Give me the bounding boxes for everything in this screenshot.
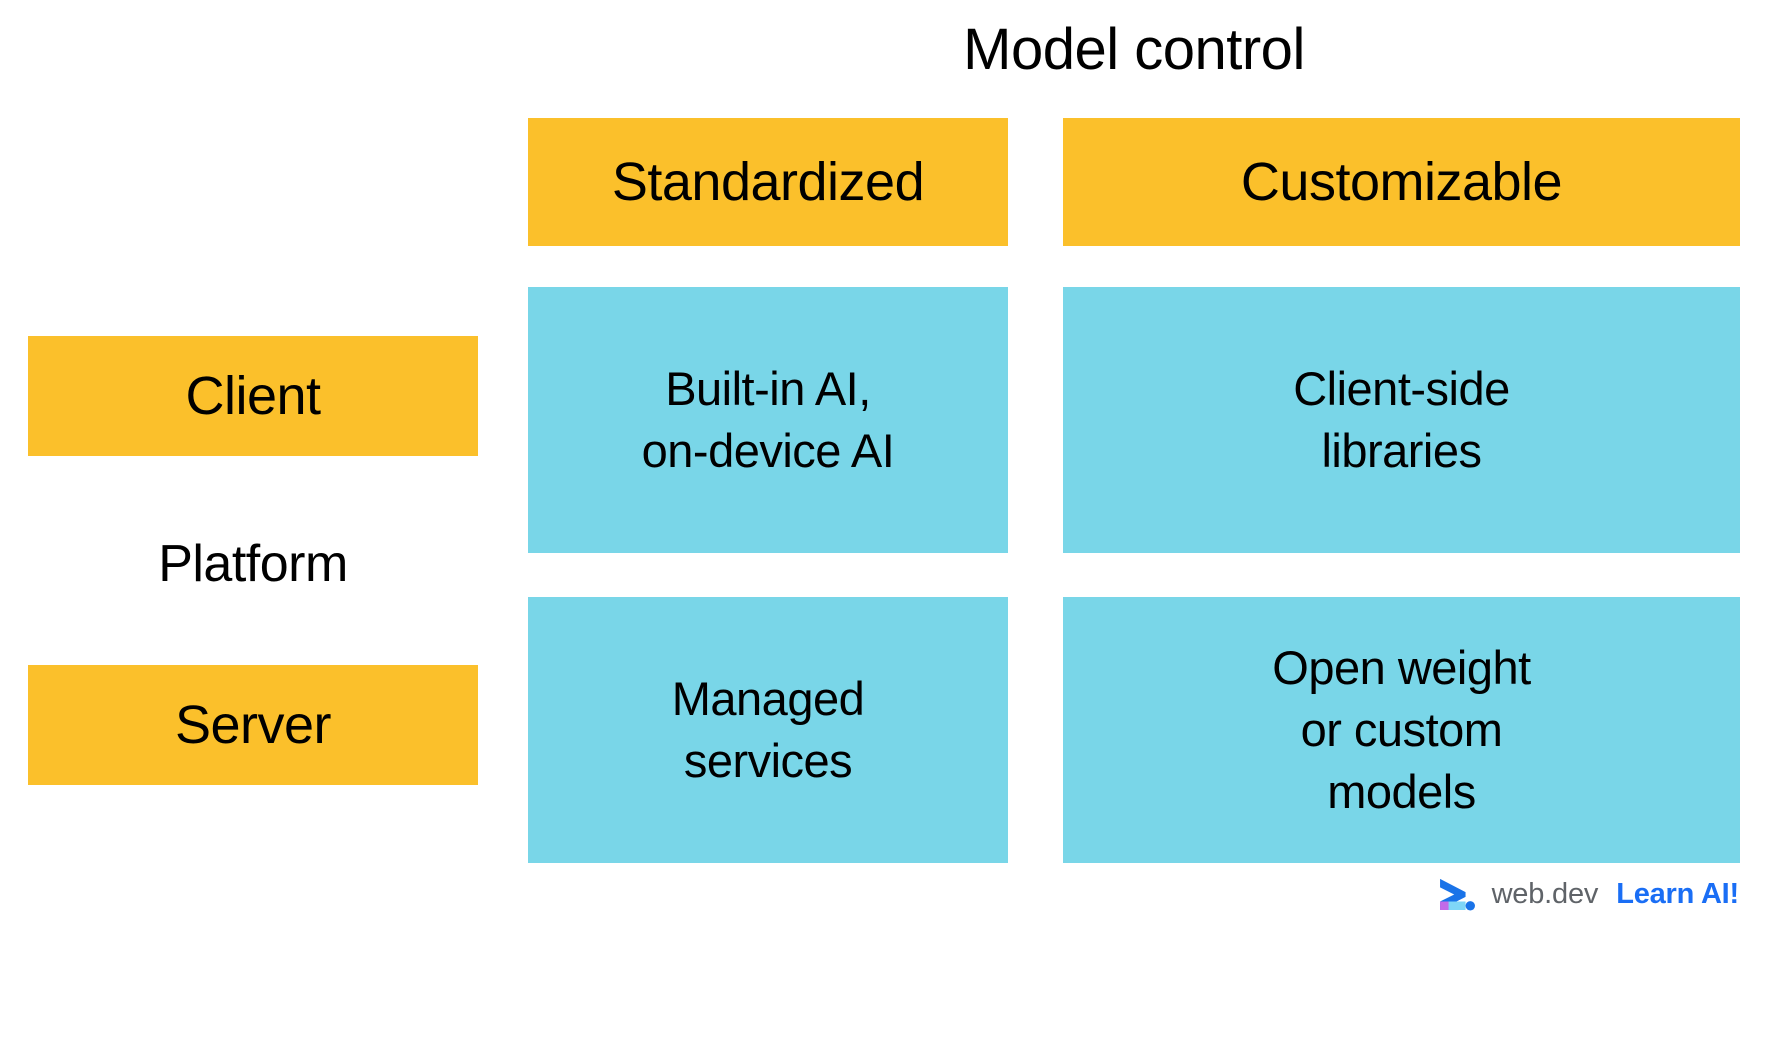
column-header-label: Customizable xyxy=(1240,152,1563,212)
matrix-cell-text: Open weight or custom models xyxy=(1260,637,1542,823)
matrix-cell-text: Built-in AI, on-device AI xyxy=(630,358,907,482)
matrix-cell-server-customizable: Open weight or custom models xyxy=(1063,597,1740,863)
column-header-customizable: Customizable xyxy=(1063,118,1740,246)
matrix-cell-text: Client-side libraries xyxy=(1281,358,1522,482)
matrix-cell-line: Built-in AI, xyxy=(665,362,871,415)
brand-wordmark: web.dev xyxy=(1491,878,1599,910)
column-header-label: Standardized xyxy=(611,152,925,212)
row-axis-label: Platform xyxy=(158,535,348,593)
page-title: Model control xyxy=(963,17,1305,82)
matrix-cell-line: services xyxy=(683,734,853,787)
matrix-cell-line: Open weight xyxy=(1272,641,1531,694)
brand-tagline: Learn AI! xyxy=(1616,878,1739,910)
row-header-client: Client xyxy=(28,336,478,456)
row-header-server: Server xyxy=(28,665,478,785)
matrix-cell-line: models xyxy=(1327,765,1476,818)
matrix-cell-line: on-device AI xyxy=(641,424,895,477)
matrix-cell-line: Managed xyxy=(671,672,865,725)
row-header-label: Client xyxy=(185,366,321,426)
matrix-cell-client-customizable: Client-side libraries xyxy=(1063,287,1740,553)
matrix-cell-line: libraries xyxy=(1321,424,1482,477)
matrix-cell-server-standardized: Managed services xyxy=(528,597,1008,863)
matrix-cell-client-standardized: Built-in AI, on-device AI xyxy=(528,287,1008,553)
web-dev-logo-icon xyxy=(1439,878,1475,911)
matrix-cell-text: Managed services xyxy=(660,668,877,792)
brand-footer: web.dev Learn AI! xyxy=(1437,872,1739,916)
column-header-standardized: Standardized xyxy=(528,118,1008,246)
matrix-cell-line: or custom xyxy=(1300,703,1503,756)
row-header-label: Server xyxy=(174,695,332,755)
matrix-cell-line: Client-side xyxy=(1293,362,1510,415)
